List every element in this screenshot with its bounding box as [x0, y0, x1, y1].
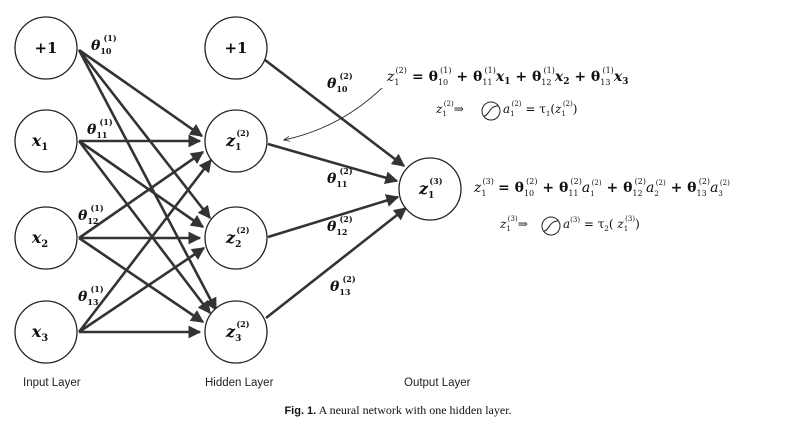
- svg-text:z3(2): z3(2): [225, 319, 250, 344]
- output-activation-equation: z1(3)⇒: [499, 215, 528, 233]
- annotation-arrow: [284, 87, 383, 140]
- edge-z1-out: [267, 142, 399, 185]
- figure-caption-text: A neural network with one hidden layer.: [318, 403, 512, 417]
- sigmoid-curve-output: [543, 220, 559, 232]
- hidden-output-edges: [264, 58, 408, 320]
- svg-text:a1(2) = τ1(z1(2)): a1(2) = τ1(z1(2)): [503, 100, 577, 118]
- svg-text:a(3) = τ2( z1(3)): a(3) = τ2( z1(3)): [563, 215, 640, 233]
- hidden-equation: z1(2) = θ10(1) + θ11(1)x1 + θ12(1)x2 + θ…: [386, 66, 628, 121]
- svg-text:x2: x2: [31, 228, 49, 250]
- hidden-equation-rhs: = θ10(1) + θ11(1)x1 + θ12(1)x2 + θ13(1)x…: [412, 66, 628, 87]
- output-node: z1(3): [398, 157, 462, 221]
- svg-text:z1(3): z1(3): [418, 176, 443, 201]
- hidden-activation-equation: z1(2)⇒: [435, 100, 464, 118]
- weight-label-theta10-2: θ10(2): [327, 71, 353, 94]
- figure-caption-label: Fig. 1.: [284, 405, 317, 417]
- weight-label-theta13-2: θ13(2): [330, 274, 356, 297]
- edge-x3-z2: [78, 246, 206, 334]
- svg-text:z1(2): z1(2): [225, 128, 250, 153]
- edge-x3-z1: [77, 158, 213, 333]
- hidden-node-z2: z2(2): [204, 206, 268, 270]
- hidden-node-z1: z1(2): [204, 109, 268, 173]
- weight-label-theta10-1: θ10(1): [91, 33, 117, 56]
- input-node-x3: x3: [14, 300, 78, 364]
- svg-text:x1: x1: [31, 131, 49, 153]
- edge-hbias-out: [264, 58, 406, 168]
- weight-label-theta12-2: θ12(2): [327, 214, 353, 237]
- output-equation-rhs: = θ10(2) + θ11(2)a1(2) + θ12(2)a2(2) + θ…: [498, 177, 730, 198]
- hidden-node-z3: z3(2): [204, 300, 268, 364]
- output-equation: z1(3) = θ10(2) + θ11(2)a1(2) + θ12(2)a2(…: [473, 177, 730, 236]
- input-node-x1: x1: [14, 109, 78, 173]
- svg-text:x3: x3: [31, 322, 49, 344]
- input-hidden-edges: [77, 48, 218, 339]
- edge-bias-z3: [77, 49, 218, 312]
- input-bias-label: +1: [34, 39, 57, 57]
- input-layer-label: Input Layer: [23, 377, 81, 389]
- edge-x2-z1: [78, 150, 205, 240]
- input-node-x2: x2: [14, 206, 78, 270]
- sigmoid-icon-output: [541, 216, 561, 236]
- svg-text:z2(2): z2(2): [225, 225, 250, 250]
- output-layer-label: Output Layer: [404, 377, 471, 389]
- hidden-bias-label: +1: [224, 39, 247, 57]
- edge-z3-out: [265, 206, 408, 320]
- weight-label-theta11-1: θ11(1): [87, 117, 113, 140]
- sigmoid-icon: [481, 101, 501, 121]
- weight-label-theta12-1: θ12(1): [78, 203, 104, 226]
- svg-text:z1(2): z1(2): [386, 66, 407, 87]
- edge-x2-z3: [78, 236, 205, 324]
- weight-label-theta11-2: θ11(2): [327, 166, 353, 189]
- weight-label-theta13-1: θ13(1): [78, 284, 104, 307]
- input-bias-node: +1: [14, 16, 78, 80]
- hidden-layer-label: Hidden Layer: [205, 377, 274, 389]
- figure-caption: Fig. 1. A neural network with one hidden…: [0, 403, 796, 418]
- edge-z2-out: [267, 194, 400, 239]
- edge-x1-z3: [77, 140, 212, 315]
- edge-x1-z2: [78, 139, 205, 229]
- svg-text:z1(3): z1(3): [473, 177, 494, 198]
- hidden-bias-node: +1: [204, 16, 268, 80]
- edge-bias-z1: [78, 48, 204, 138]
- sigmoid-curve: [483, 105, 499, 117]
